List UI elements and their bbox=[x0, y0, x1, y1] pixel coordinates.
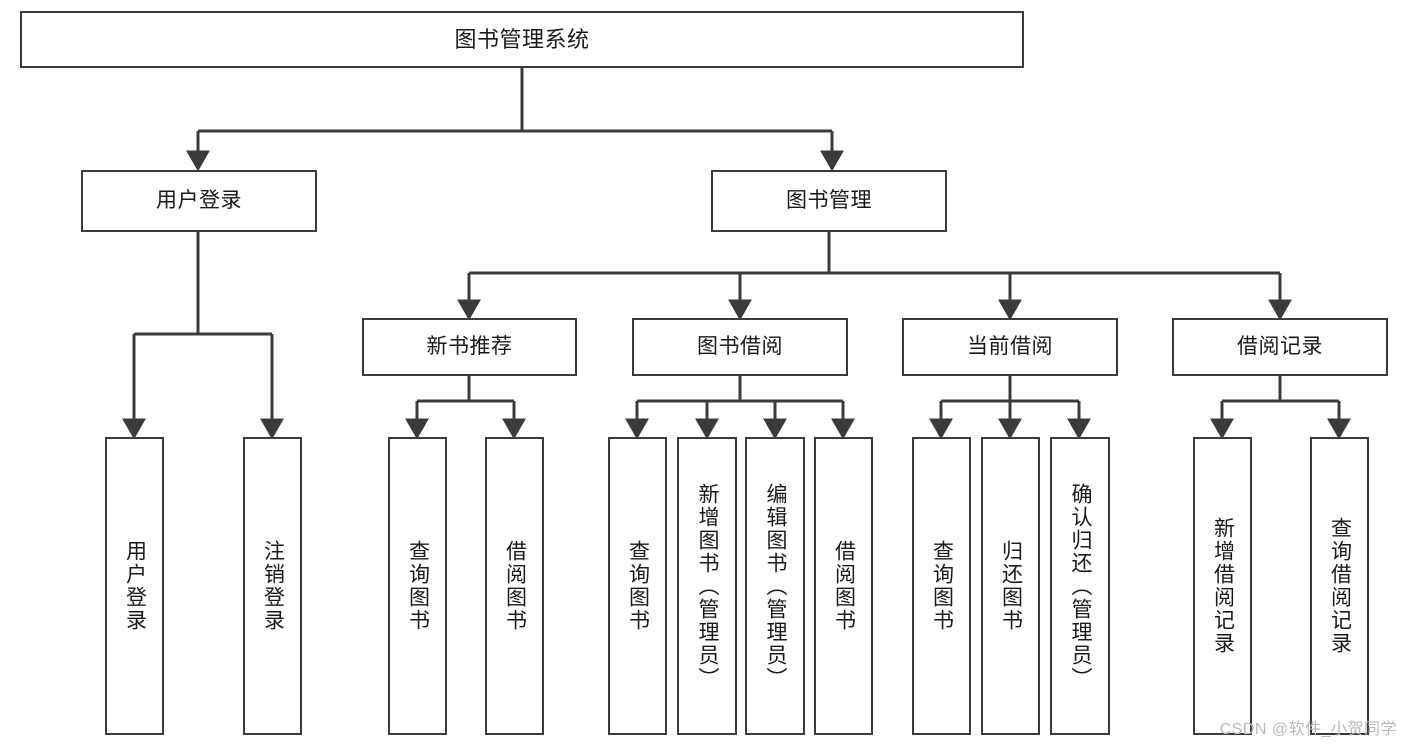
node-label: 注销登录 bbox=[261, 540, 285, 632]
leaf-user-login-logout[interactable]: 注销登录 bbox=[243, 437, 302, 735]
node-label: 图书管理系统 bbox=[454, 26, 590, 52]
leaf-book-borrow-edit-book-admin[interactable]: 编辑图书（管理员） bbox=[745, 437, 805, 735]
watermark: CSDN @软件_小贺同学 bbox=[1219, 721, 1397, 738]
node-borrow-record[interactable]: 借阅记录 bbox=[1172, 318, 1388, 376]
node-label: 归还图书 bbox=[999, 540, 1023, 632]
node-label: 新增图书（管理员） bbox=[696, 482, 720, 690]
node-label: 新书推荐 bbox=[426, 334, 513, 358]
node-book-borrow[interactable]: 图书借阅 bbox=[632, 318, 848, 376]
node-book-management[interactable]: 图书管理 bbox=[711, 170, 947, 232]
node-label: 用户登录 bbox=[123, 540, 147, 632]
node-root-book-management-system[interactable]: 图书管理系统 bbox=[20, 11, 1024, 68]
leaf-borrow-record-add-record[interactable]: 新增借阅记录 bbox=[1193, 437, 1252, 735]
node-label: 查询图书 bbox=[626, 540, 650, 632]
leaf-current-borrow-query-book[interactable]: 查询图书 bbox=[912, 437, 971, 735]
node-label: 用户登录 bbox=[156, 188, 242, 212]
leaf-book-borrow-add-book-admin[interactable]: 新增图书（管理员） bbox=[677, 437, 737, 735]
node-label: 图书借阅 bbox=[697, 334, 783, 358]
leaf-new-book-borrow-book[interactable]: 借阅图书 bbox=[485, 437, 544, 735]
node-label: 当前借阅 bbox=[967, 334, 1053, 358]
node-label: 借阅记录 bbox=[1237, 334, 1323, 358]
leaf-current-borrow-confirm-return-admin[interactable]: 确认归还（管理员） bbox=[1050, 437, 1110, 735]
node-label: 编辑图书（管理员） bbox=[764, 482, 788, 690]
node-label: 查询图书 bbox=[406, 540, 430, 632]
leaf-new-book-query-book[interactable]: 查询图书 bbox=[388, 437, 447, 735]
leaf-user-login-login[interactable]: 用户登录 bbox=[105, 437, 164, 735]
node-current-borrow[interactable]: 当前借阅 bbox=[902, 318, 1118, 376]
node-new-book-recommend[interactable]: 新书推荐 bbox=[362, 318, 577, 376]
leaf-book-borrow-borrow-book[interactable]: 借阅图书 bbox=[814, 437, 873, 735]
leaf-book-borrow-query-book[interactable]: 查询图书 bbox=[608, 437, 667, 735]
node-label: 借阅图书 bbox=[503, 540, 527, 632]
node-label: 新增借阅记录 bbox=[1211, 517, 1235, 655]
node-label: 图书管理 bbox=[786, 188, 872, 212]
node-label: 查询图书 bbox=[930, 540, 954, 632]
node-label: 确认归还（管理员） bbox=[1069, 482, 1093, 690]
node-user-login[interactable]: 用户登录 bbox=[81, 170, 317, 232]
node-label: 查询借阅记录 bbox=[1328, 517, 1352, 655]
leaf-borrow-record-query-record[interactable]: 查询借阅记录 bbox=[1310, 437, 1369, 735]
node-label: 借阅图书 bbox=[832, 540, 856, 632]
leaf-current-borrow-return-book[interactable]: 归还图书 bbox=[981, 437, 1040, 735]
